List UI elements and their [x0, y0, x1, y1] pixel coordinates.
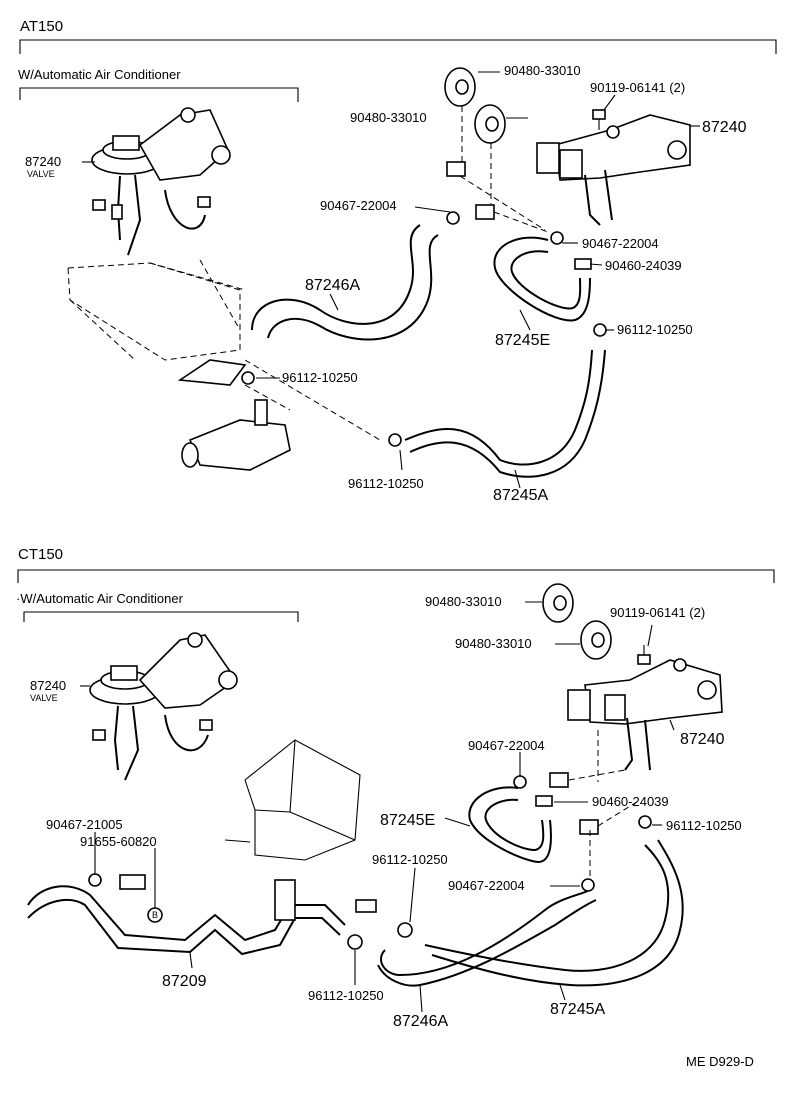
label-clip: 90460-24039	[605, 258, 682, 273]
label-clamp: 96112-10250	[282, 370, 358, 385]
label-valve-word: VALVE	[30, 693, 58, 703]
label-clamp: 96112-10250	[308, 988, 384, 1003]
label-clamp: 96112-10250	[617, 322, 693, 337]
pipe-bolt	[119, 874, 146, 890]
grommet-upper	[542, 583, 574, 623]
collar	[475, 204, 495, 220]
pipe-bracket	[274, 879, 296, 921]
section-ct150: CT150 ·W/Automatic Air Conditioner	[16, 546, 775, 1030]
section-title-at150: AT150	[20, 18, 63, 35]
clamp	[388, 433, 402, 447]
collar	[549, 772, 569, 788]
label-valve-word: VALVE	[27, 169, 55, 179]
label-clamp: 96112-10250	[666, 818, 742, 833]
label-bolt: 90119-06141 (2)	[610, 605, 705, 620]
clamp	[513, 775, 527, 789]
clamp	[347, 934, 363, 950]
label-grommet: 90480-33010	[504, 63, 581, 78]
variant-subtitle: ·W/Automatic Air Conditioner	[16, 591, 184, 606]
figure-code: ME D929-D	[686, 1054, 754, 1069]
section-at150: AT150 W/Automatic Air Conditioner	[18, 18, 777, 504]
label-hose: 87245E	[380, 812, 435, 829]
label-clamp: 90467-22004	[468, 738, 545, 753]
label-clamp: 90467-21005	[46, 817, 123, 832]
label-valve: 87240	[25, 154, 61, 169]
clamp	[88, 873, 102, 887]
label-clip: 90460-24039	[592, 794, 669, 809]
engine-block-outline	[67, 262, 241, 361]
valve-assembly	[89, 632, 238, 781]
label-hose: 87245A	[550, 1001, 605, 1018]
variant-subtitle: W/Automatic Air Conditioner	[18, 67, 181, 82]
bolt	[637, 645, 651, 665]
label-pipe-bolt: 91655-60820	[80, 834, 157, 849]
clamp	[593, 323, 607, 337]
clamp	[446, 211, 460, 225]
label-hose: 87245E	[495, 332, 550, 349]
marker-label: B	[152, 910, 158, 920]
clamp	[241, 371, 255, 385]
section-title-ct150: CT150	[18, 546, 63, 563]
hose-87245e	[493, 236, 591, 322]
valve-assembly	[91, 107, 231, 256]
label-clamp: 90467-22004	[320, 198, 397, 213]
clamp	[397, 922, 413, 938]
section-bracket	[19, 39, 777, 54]
label-hose: 87246A	[305, 277, 360, 294]
label-hose: 87245A	[493, 487, 548, 504]
grommet-lower	[474, 104, 506, 144]
collar	[446, 161, 466, 177]
label-pipe: 87209	[162, 973, 207, 990]
grommet-lower	[580, 620, 612, 660]
engine-block	[244, 739, 361, 861]
label-clamp: 90467-22004	[448, 878, 525, 893]
hose-87245e	[468, 786, 552, 864]
clamp	[550, 231, 564, 245]
label-grommet: 90480-33010	[350, 110, 427, 125]
bracket-assembly	[536, 114, 691, 226]
label-clamp: 96112-10250	[372, 852, 448, 867]
pipe-87209	[27, 885, 346, 942]
bracket-assembly	[567, 658, 723, 771]
label-valve: 87240	[30, 678, 66, 693]
label-clamp: 90467-22004	[582, 236, 659, 251]
label-bracket: 87240	[702, 119, 747, 136]
pump-body	[177, 359, 291, 471]
label-hose: 87246A	[393, 1013, 448, 1030]
variant-bracket	[19, 87, 299, 102]
hose-87245a	[404, 349, 593, 466]
grommet-upper	[444, 67, 476, 107]
label-clamp: 96112-10250	[348, 476, 424, 491]
variant-bracket	[23, 611, 299, 622]
collar	[579, 819, 599, 835]
collar	[355, 899, 377, 913]
hose-87246a	[251, 224, 421, 331]
label-bolt: 90119-06141 (2)	[590, 80, 685, 95]
label-bracket: 87240	[680, 731, 725, 748]
bolt	[592, 109, 606, 130]
clamp	[581, 878, 595, 892]
label-grommet: 90480-33010	[425, 594, 502, 609]
clamp	[638, 815, 652, 829]
hose-87245a	[424, 844, 670, 972]
clip	[535, 795, 553, 807]
section-bracket	[17, 569, 775, 583]
label-grommet: 90480-33010	[455, 636, 532, 651]
clip	[574, 258, 592, 270]
